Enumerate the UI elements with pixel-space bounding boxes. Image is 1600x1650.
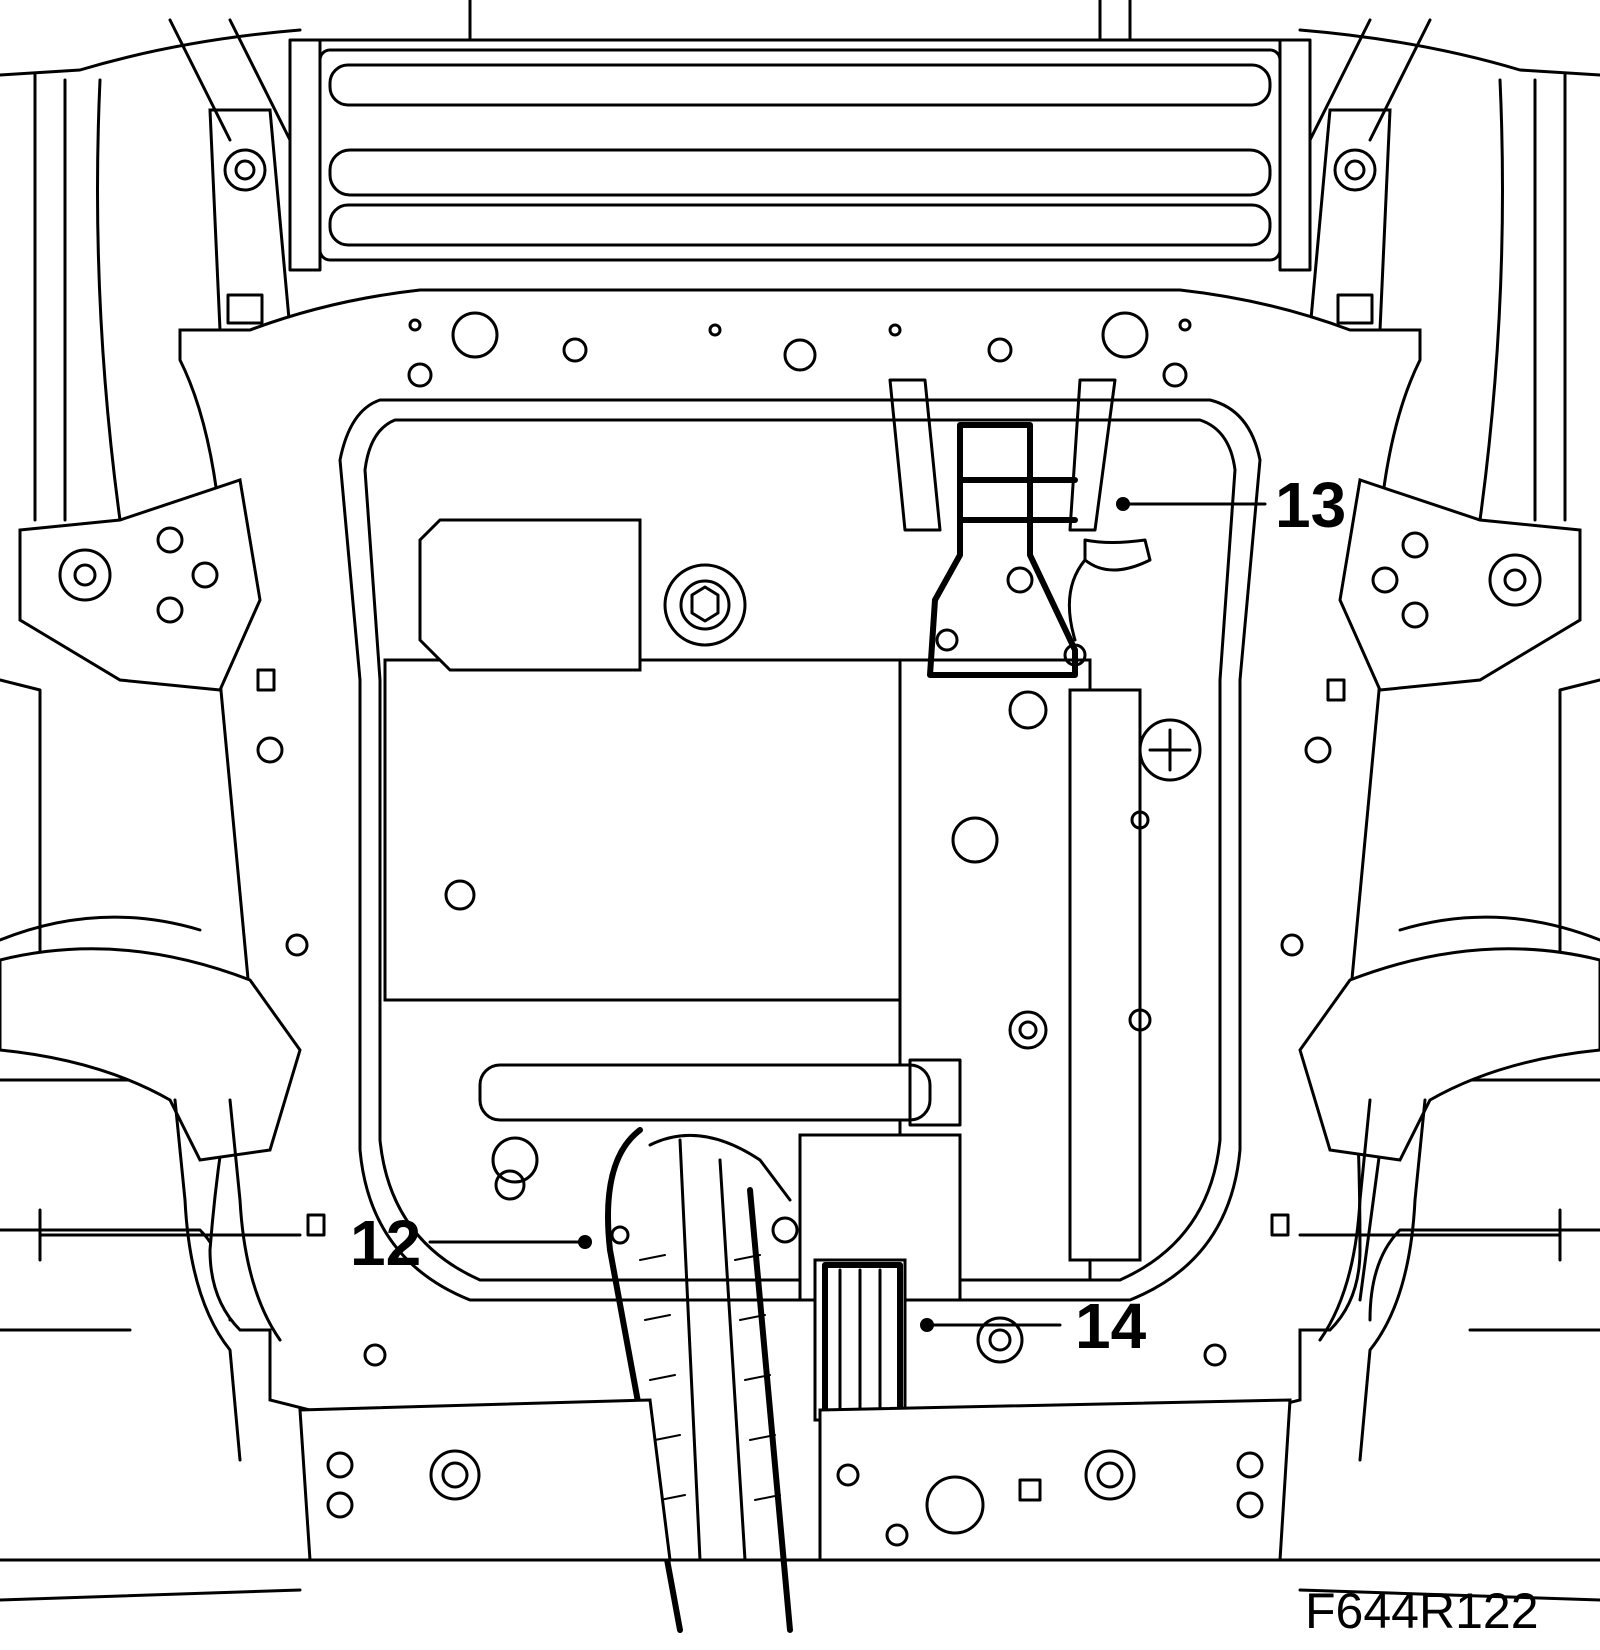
torque-rod bbox=[478, 1058, 962, 1127]
callout-13-label: 13 bbox=[1275, 469, 1346, 541]
lower-components bbox=[444, 879, 1024, 1422]
exhaust-pipe bbox=[605, 1127, 799, 1633]
radiator-bracket-right bbox=[1308, 18, 1432, 332]
mount-left bbox=[18, 478, 262, 692]
callout-13-dot bbox=[1116, 497, 1130, 511]
callout-14: 14 bbox=[920, 1290, 1147, 1362]
callout-12-label: 12 bbox=[350, 1207, 421, 1279]
control-arm-right bbox=[1298, 947, 1600, 1462]
engine-mount-bracket bbox=[888, 378, 1152, 678]
control-arm-left bbox=[0, 947, 302, 1462]
callout-14-dot bbox=[920, 1318, 934, 1332]
callout-13: 13 bbox=[1116, 469, 1346, 541]
subframe-holes bbox=[256, 311, 1346, 1367]
callout-12-dot bbox=[578, 1235, 592, 1249]
mount-right bbox=[1338, 478, 1582, 692]
radiator-bracket-left bbox=[168, 18, 292, 332]
callout-14-label: 14 bbox=[1075, 1290, 1147, 1362]
callout-12: 12 bbox=[350, 1207, 592, 1279]
radiator bbox=[288, 0, 1312, 272]
bottom-crossmember bbox=[0, 1398, 1600, 1602]
figure-reference: F644R122 bbox=[1305, 1583, 1539, 1639]
